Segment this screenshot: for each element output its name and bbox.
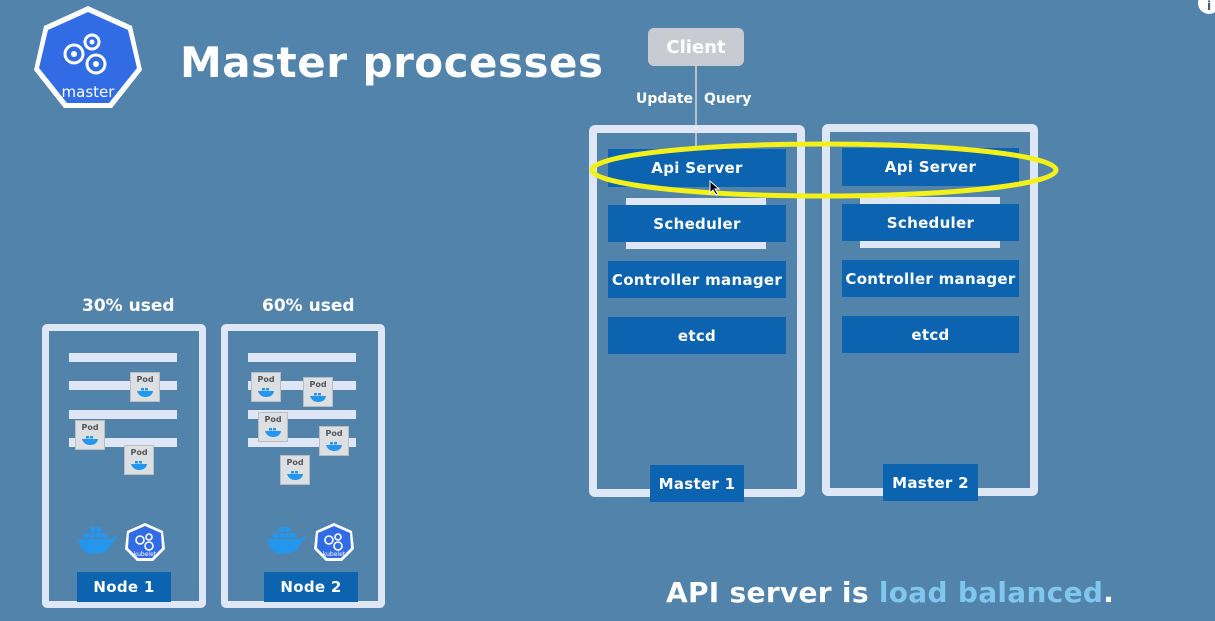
node-2-usage: 60% used	[262, 296, 355, 316]
client-box: Client	[648, 28, 744, 66]
node-1-label: Node 1	[77, 572, 171, 602]
caption: API server is load balanced.	[666, 576, 1114, 609]
docker-whale-icon	[78, 527, 117, 554]
master-1-controller-manager[interactable]: Controller manager	[608, 261, 786, 298]
api-server-highlight-ellipse	[589, 141, 1059, 199]
query-label: Query	[704, 91, 752, 107]
master-1-scheduler[interactable]: Scheduler	[608, 205, 786, 242]
master-1-etcd[interactable]: etcd	[608, 317, 786, 354]
master-2-scheduler[interactable]: Scheduler	[842, 204, 1019, 241]
node-2-line	[248, 381, 356, 390]
kubernetes-master-icon: master	[34, 6, 142, 108]
node-2-frame	[221, 324, 385, 608]
svg-text:kubelet: kubelet	[323, 551, 346, 558]
node-1-line	[69, 438, 177, 447]
master-1-bar	[626, 198, 766, 206]
master-2-etcd[interactable]: etcd	[842, 316, 1019, 353]
node-2-line	[248, 438, 356, 447]
caption-suffix: .	[1103, 576, 1115, 609]
pod: Pod	[303, 377, 333, 407]
pod: Pod	[319, 426, 349, 456]
master-2-bar	[860, 197, 1000, 205]
svg-text:kubelet: kubelet	[134, 551, 157, 558]
pod: Pod	[280, 455, 310, 485]
page-title: Master processes	[180, 38, 604, 87]
master-1-bar	[626, 240, 766, 249]
node-2-line	[248, 410, 356, 419]
pod: Pod	[75, 420, 105, 450]
update-label: Update	[636, 91, 694, 107]
pod: Pod	[130, 372, 160, 402]
node-1-line	[69, 353, 177, 362]
node-1-usage: 30% used	[82, 296, 175, 316]
pod: Pod	[124, 445, 154, 475]
master-2-controller-manager[interactable]: Controller manager	[842, 260, 1019, 297]
caption-prefix: API server is	[666, 576, 879, 609]
node-2-line	[248, 353, 356, 362]
kubelet-icon: kubelet	[314, 523, 354, 561]
caption-highlight: load balanced	[878, 576, 1104, 609]
master-1-label: Master 1	[650, 465, 744, 502]
mouse-cursor-icon	[709, 180, 721, 196]
logo-label: master	[62, 83, 116, 101]
node-2-label: Node 2	[264, 572, 358, 602]
node-1-line	[69, 410, 177, 419]
info-icon[interactable]: i	[1198, 0, 1215, 14]
node-1-line	[69, 381, 177, 390]
master-2-bar	[860, 239, 1000, 248]
client-connector-line	[695, 66, 697, 152]
kubelet-icon: kubelet	[125, 523, 165, 561]
node-1-frame	[42, 324, 206, 608]
master-2-api-server[interactable]: Api Server	[842, 148, 1019, 186]
master-2-label: Master 2	[883, 464, 978, 501]
pod: Pod	[251, 372, 281, 402]
docker-whale-icon	[267, 527, 306, 554]
pod: Pod	[258, 412, 288, 442]
